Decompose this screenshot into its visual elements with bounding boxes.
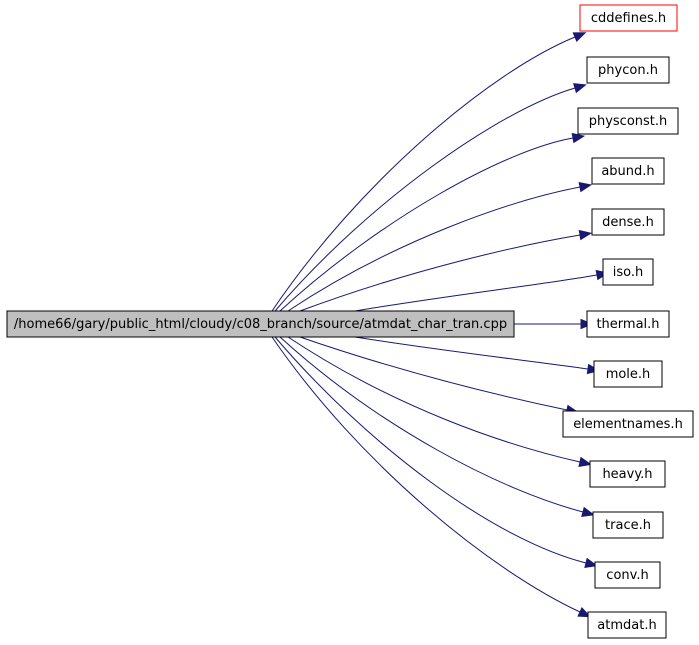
edge-line [354,336,589,370]
edge-line [299,234,581,312]
node-box [602,258,654,286]
include-node-label: phycon.h [598,63,658,78]
edge-arrowhead [581,506,595,517]
edge-line [274,336,587,564]
edge-line [279,336,584,513]
edge-arrowhead [578,181,593,193]
edge-to-conv [274,336,598,568]
include-node-abund[interactable]: abund.h [591,157,665,185]
include-node-thermal[interactable]: thermal.h [586,310,670,338]
edge-line [274,87,576,312]
node-box [591,208,665,236]
node-box [592,511,664,539]
edge-to-atmdat [271,336,592,618]
node-box [591,157,665,185]
edge-line [287,186,581,312]
include-node-atmdat[interactable]: atmdat.h [587,611,667,639]
node-box [577,107,679,135]
include-node-label: trace.h [605,518,651,533]
edge-to-heavy [287,336,593,468]
include-node-label: heavy.h [602,467,652,482]
root-node[interactable]: /home66/gary/public_html/cloudy/c08_bran… [6,310,515,338]
edge-arrowhead [572,32,587,43]
include-node-heavy[interactable]: heavy.h [589,460,666,488]
edge-to-trace [279,336,595,517]
edge-to-phycon [274,83,587,312]
node-box [587,611,667,639]
node-box [562,410,694,438]
edge-line [271,36,576,312]
nodes-layer: /home66/gary/public_html/cloudy/c08_bran… [6,4,694,639]
edge-to-dense [299,229,593,312]
node-box [586,310,670,338]
include-node-label: physconst.h [589,114,668,129]
edge-to-physconst [279,132,586,312]
node-box [593,360,663,388]
edge-arrowhead [577,607,592,618]
include-node-phycon[interactable]: phycon.h [586,56,670,84]
include-node-label: abund.h [601,164,654,179]
include-node-iso[interactable]: iso.h [602,258,654,286]
include-node-label: elementnames.h [573,417,683,432]
edge-line [354,274,598,312]
include-node-label: atmdat.h [597,618,656,633]
include-node-elementnames[interactable]: elementnames.h [562,410,694,438]
node-box [579,4,678,32]
edge-line [271,336,581,613]
include-node-conv[interactable]: conv.h [594,561,661,589]
include-node-label: conv.h [606,568,648,583]
include-node-label: iso.h [613,265,643,280]
include-node-label: thermal.h [596,317,659,332]
include-node-label: dense.h [602,215,654,230]
edge-arrowhead [571,132,586,144]
edge-arrowhead [573,83,587,94]
edge-line [299,336,568,411]
edge-to-thermal [514,318,594,330]
include-node-mole[interactable]: mole.h [593,360,663,388]
edge-to-elementnames [299,336,580,416]
node-box [594,561,661,589]
include-node-cddefines[interactable]: cddefines.h [579,4,678,32]
include-node-dense[interactable]: dense.h [591,208,665,236]
edge-to-abund [287,181,593,312]
edge-to-iso [354,269,610,312]
edges-layer [271,32,610,618]
include-node-physconst[interactable]: physconst.h [577,107,679,135]
edge-line [287,336,581,463]
node-box [589,460,666,488]
edge-line [279,137,574,312]
node-box [586,56,670,84]
edge-arrowhead [578,229,593,241]
include-node-trace[interactable]: trace.h [592,511,664,539]
edge-arrowhead [578,456,593,468]
edge-to-mole [354,336,601,375]
include-node-label: cddefines.h [591,11,666,26]
edge-to-cddefines [271,32,587,312]
root-node-label: /home66/gary/public_html/cloudy/c08_bran… [14,317,507,332]
include-node-label: mole.h [606,367,651,382]
edge-arrowhead [584,557,598,568]
